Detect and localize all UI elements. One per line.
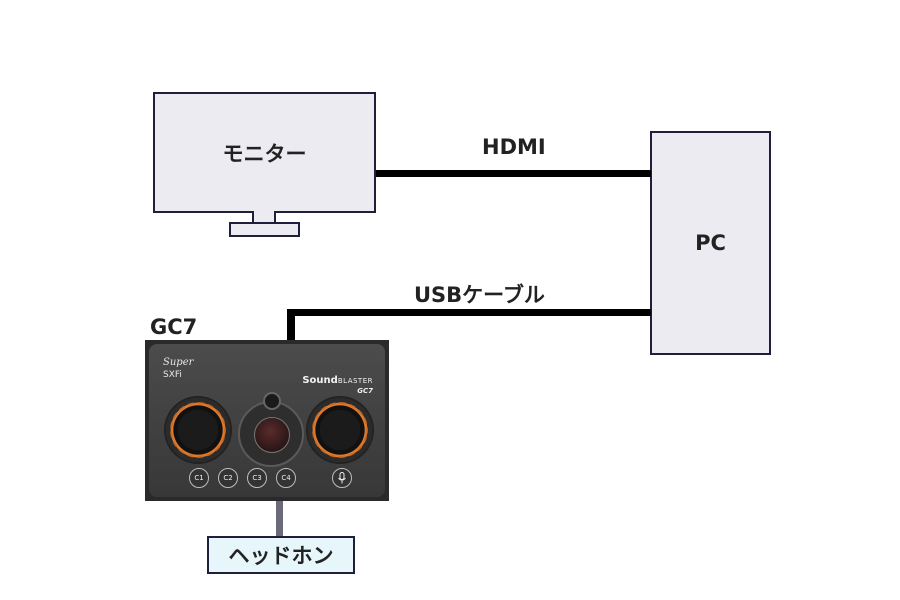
- left-volume-knob: [166, 398, 230, 462]
- gc7-device: Super SXFi SoundBLASTER GC7 C1 C2 C3 C4: [145, 340, 389, 501]
- c1-button: C1: [189, 468, 209, 488]
- hdmi-cable: [376, 170, 651, 177]
- brand-sound: Sound: [302, 375, 338, 386]
- right-volume-knob: [308, 398, 372, 462]
- c2-button: C2: [218, 468, 238, 488]
- monitor-stand-base: [229, 222, 300, 237]
- usb-cable-horizontal: [287, 309, 651, 316]
- c3-button: C3: [247, 468, 267, 488]
- gc7-panel: Super SXFi SoundBLASTER GC7 C1 C2 C3 C4: [149, 344, 385, 497]
- usb-cable-vertical: [287, 309, 295, 342]
- gc7-label: GC7: [150, 315, 198, 339]
- microphone-icon: [338, 472, 346, 484]
- hdmi-label: HDMI: [482, 135, 546, 159]
- headphone-cable: [276, 501, 283, 537]
- logo-line1: Super: [163, 357, 194, 368]
- brand-blaster: BLASTER: [337, 377, 373, 385]
- headphones-box: ヘッドホン: [207, 536, 355, 574]
- usb-label: USBケーブル: [414, 283, 545, 307]
- center-control-pad: [238, 401, 304, 467]
- joystick: [263, 392, 281, 410]
- soundblaster-logo: SoundBLASTER GC7: [302, 368, 373, 395]
- mic-mute-button: [332, 468, 352, 488]
- pc-label: PC: [695, 231, 726, 255]
- brand-model: GC7: [357, 387, 373, 395]
- c4-button: C4: [276, 468, 296, 488]
- monitor-box: モニター: [153, 92, 376, 213]
- super-sxfi-logo: Super SXFi: [163, 357, 194, 381]
- center-button: [254, 417, 290, 453]
- headphones-label: ヘッドホン: [228, 544, 334, 568]
- logo-line2: SXFi: [163, 370, 182, 380]
- monitor-label: モニター: [222, 141, 307, 166]
- pc-box: PC: [650, 131, 771, 355]
